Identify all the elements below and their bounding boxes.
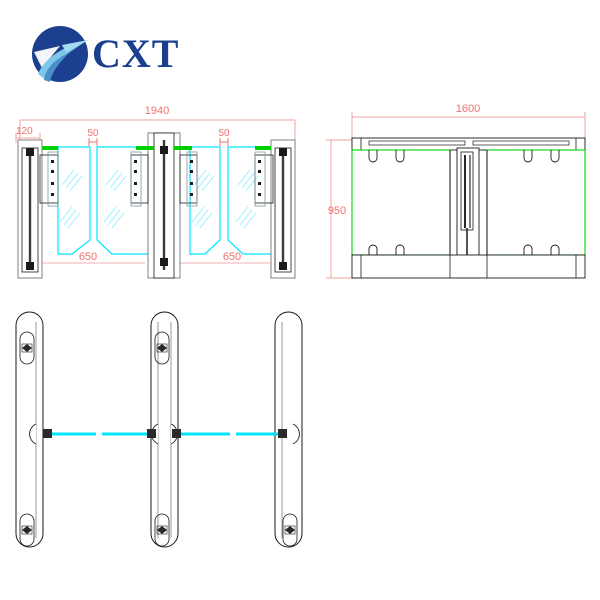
dimension-glass-gap-left: 50	[87, 128, 99, 146]
dimension-label-120: 120	[16, 126, 33, 137]
pedestal-plan-right	[274, 311, 303, 548]
logo-swoosh-tip	[62, 40, 88, 52]
hinge-bracket-right	[254, 151, 274, 207]
dimension-label-50-left: 50	[87, 128, 99, 139]
accent-strip-center-left	[136, 146, 154, 150]
logo-swoosh-light	[38, 40, 88, 80]
logo-wordmark: CXT	[92, 31, 180, 76]
glass-wing-3	[189, 146, 221, 255]
dimension-glass-gap-right: 50	[218, 128, 230, 146]
dimension-label-1600: 1600	[456, 103, 480, 115]
circle-swoosh-logo	[32, 26, 88, 82]
dimension-label-950: 950	[328, 205, 346, 217]
front-elevation-view: 1940 120 50 50	[15, 105, 296, 279]
panel-edges	[449, 150, 488, 255]
accent-strip-left	[42, 146, 58, 150]
dimension-label-1940: 1940	[145, 105, 169, 117]
accent-strip-center-right	[174, 146, 192, 150]
side-elevation-view: 1600 950	[326, 103, 586, 279]
clamp-brackets-top	[368, 150, 560, 163]
glass-wing-1	[57, 146, 91, 255]
glass-panel-right	[486, 149, 586, 256]
dimension-label-650-right: 650	[223, 251, 241, 263]
hinge-center-left	[147, 423, 159, 445]
pedestal-right	[254, 139, 296, 279]
pedestal-plan-center	[150, 311, 179, 548]
center-column	[456, 147, 480, 279]
hinge-right	[278, 423, 300, 445]
pedestal-center	[130, 132, 198, 279]
accent-strip-right	[255, 146, 271, 150]
hinge-center-right	[170, 423, 181, 445]
glass-wing-2	[96, 146, 156, 255]
dimension-label-50-right: 50	[218, 128, 230, 139]
top-plan-view	[15, 311, 303, 548]
glass-panel-left	[351, 149, 451, 256]
dimension-height: 950	[326, 139, 352, 279]
glass-hatching	[59, 169, 259, 229]
hinge-left	[29, 423, 52, 445]
hinge-bracket-left	[39, 151, 59, 207]
logo-swoosh-dark	[44, 52, 70, 82]
dimension-label-650-left: 650	[79, 251, 97, 263]
hinge-bracket-center-left	[130, 151, 149, 207]
clamp-brackets-bottom	[368, 244, 560, 255]
hinge-plan-group	[29, 423, 300, 445]
hinge-bracket-center-right	[179, 151, 198, 207]
bottom-rail	[351, 254, 586, 279]
pedestal-left	[17, 139, 59, 279]
pedestal-plan-left	[15, 311, 44, 548]
